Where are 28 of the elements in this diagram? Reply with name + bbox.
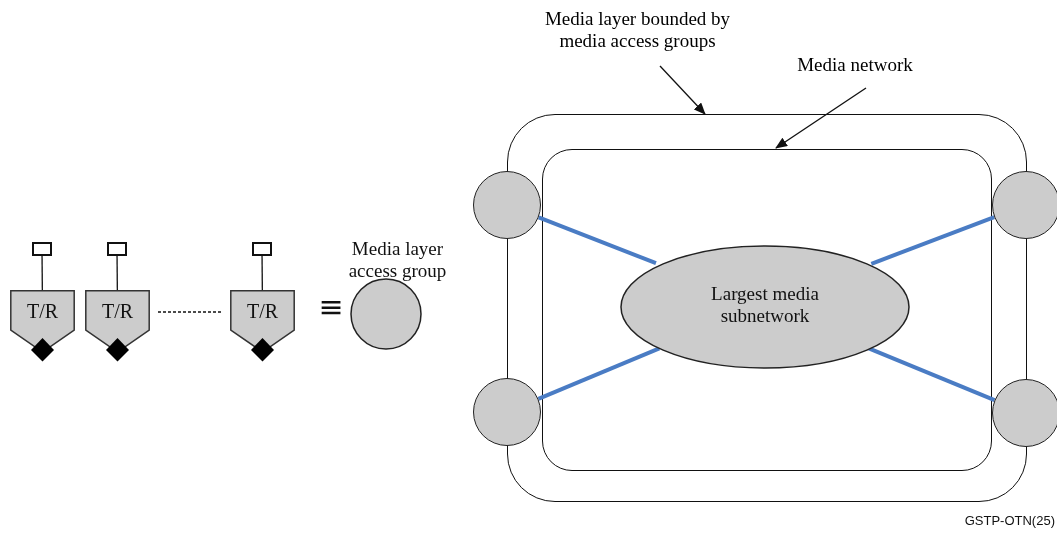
subnetwork-ellipse bbox=[620, 245, 910, 369]
node-label: T/R bbox=[245, 300, 280, 322]
node-label: Largest media subnetwork bbox=[710, 283, 820, 327]
leader-arrow bbox=[659, 65, 706, 115]
callout-text: Media network bbox=[780, 54, 930, 78]
node-label: T/R bbox=[25, 300, 60, 322]
rounded-frame bbox=[507, 114, 1027, 502]
link-line bbox=[537, 346, 661, 401]
link-line bbox=[870, 215, 995, 266]
dotted-line bbox=[157, 311, 223, 313]
transceiver-symbol bbox=[85, 290, 150, 362]
connector-line bbox=[41, 255, 43, 291]
node-label: T/R bbox=[100, 300, 135, 322]
transceiver-symbol bbox=[230, 290, 295, 362]
link-line bbox=[537, 215, 657, 266]
connector-line bbox=[116, 255, 118, 291]
transceiver-symbol bbox=[10, 290, 75, 362]
port-square bbox=[252, 242, 272, 256]
figure-id: GSTP-OTN(25) bbox=[963, 512, 1055, 530]
leader-arrow bbox=[775, 87, 867, 149]
callout-text: Media layer bounded by media access groups bbox=[535, 8, 740, 56]
node-label: Media layer access group bbox=[347, 238, 448, 282]
link-line bbox=[866, 346, 996, 402]
port-square bbox=[107, 242, 127, 256]
port-square bbox=[32, 242, 52, 256]
connector-line bbox=[261, 255, 263, 291]
rounded-frame bbox=[542, 149, 992, 471]
equivalence-symbol: ≡ bbox=[317, 296, 345, 318]
